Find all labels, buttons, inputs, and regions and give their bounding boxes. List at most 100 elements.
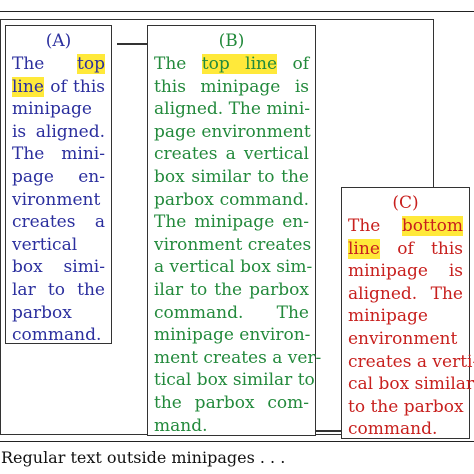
connector-a-b <box>117 43 147 45</box>
text-line: ment creates a ver- <box>154 347 321 370</box>
text-line: vironment creates <box>154 234 312 257</box>
text-fragment: the parbox com- <box>154 392 309 413</box>
text-fragment: page environment <box>154 121 311 142</box>
text-fragment: environment <box>348 328 458 349</box>
text-line: The top <box>12 53 105 76</box>
minipage-c-label: (C) <box>392 193 419 213</box>
text-line: The top line of <box>154 53 309 76</box>
text-line: minipage environ- <box>154 324 311 347</box>
text-fragment: box simi- <box>12 257 105 278</box>
text-line: The mini- <box>12 143 105 166</box>
text-line: a vertical box sim- <box>154 256 313 279</box>
text-fragment: of this <box>379 238 463 259</box>
text-fragment: command. <box>12 325 102 346</box>
text-fragment: The <box>154 54 202 74</box>
highlighted-text: line <box>12 76 44 97</box>
text-line: box simi- <box>12 256 105 279</box>
text-line: command. The <box>154 302 309 325</box>
bottom-rule <box>0 441 474 442</box>
text-line: to the parbox <box>348 396 464 419</box>
text-fragment: vironment creates <box>154 234 312 255</box>
text-line: this minipage is <box>154 76 309 99</box>
text-fragment: minipage <box>12 99 92 120</box>
text-fragment: aligned. The <box>348 283 463 304</box>
text-fragment: mand. <box>154 415 208 436</box>
text-line: minipage <box>348 305 463 328</box>
text-fragment: ilar to the parbox <box>154 279 309 300</box>
text-line: vertical <box>12 234 105 257</box>
text-line: vironment <box>12 189 105 212</box>
text-fragment: tical box similar to <box>154 370 315 391</box>
text-fragment: vertical <box>12 234 78 255</box>
highlighted-text: top line <box>201 54 278 74</box>
text-line: command. <box>348 418 463 441</box>
text-fragment: The <box>348 216 402 236</box>
text-line: parbox command. <box>154 189 309 212</box>
text-line: box similar to the <box>154 166 309 189</box>
text-fragment: ment creates a ver- <box>154 347 322 368</box>
text-line: parbox <box>12 302 105 325</box>
top-rule <box>0 11 474 12</box>
text-fragment: minipage <box>348 306 428 327</box>
text-fragment: a vertical box sim- <box>154 257 313 278</box>
text-line: the parbox com- <box>154 392 309 415</box>
text-fragment: The mini- <box>12 144 105 165</box>
text-line: command. <box>12 324 105 347</box>
text-line: line of this <box>348 238 463 261</box>
text-line: tical box similar to <box>154 369 315 392</box>
text-fragment: box similar to the <box>154 166 309 187</box>
text-fragment: of <box>277 54 309 74</box>
text-line: The bottom <box>348 215 463 238</box>
text-fragment: creates a vertical <box>154 144 309 165</box>
text-line: ilar to the parbox <box>154 279 309 302</box>
minipage-b-label: (B) <box>218 31 245 51</box>
text-fragment: creates a verti- <box>348 351 474 372</box>
text-fragment: minipage environ- <box>154 325 311 346</box>
text-line: mand. <box>154 415 309 438</box>
minipage-a-label: (A) <box>45 31 72 51</box>
text-fragment: parbox <box>12 302 72 323</box>
text-line: lar to the <box>12 279 105 302</box>
text-line: cal box similar <box>348 373 474 396</box>
text-line: line of this <box>12 76 105 99</box>
text-line: minipage <box>12 98 105 121</box>
text-line: The minipage en- <box>154 211 309 234</box>
text-line: minipage is <box>348 260 463 283</box>
text-line: aligned. The <box>348 283 463 306</box>
text-fragment: parbox command. <box>154 189 309 210</box>
text-line: is aligned. <box>12 121 105 144</box>
highlighted-text: bottom <box>401 216 463 236</box>
text-fragment: lar to the <box>12 279 105 300</box>
text-line: creates a verti- <box>348 351 474 374</box>
text-fragment: to the parbox <box>348 396 464 417</box>
text-line: creates a <box>12 211 105 234</box>
text-fragment: cal box similar <box>348 374 474 395</box>
connector-b-c <box>316 430 342 432</box>
text-fragment: of this <box>43 76 105 97</box>
text-fragment: command. <box>348 419 438 440</box>
highlighted-text: line <box>348 238 380 259</box>
text-fragment: aligned. The mini- <box>154 99 311 120</box>
text-fragment: minipage is <box>348 261 463 282</box>
text-fragment: page en- <box>12 166 105 187</box>
text-line: page environment <box>154 121 311 144</box>
text-line: environment <box>348 328 463 351</box>
text-fragment: is aligned. <box>12 121 105 142</box>
text-fragment: this minipage is <box>154 76 309 97</box>
text-fragment: creates a <box>12 212 105 233</box>
text-fragment: vironment <box>12 189 101 210</box>
highlighted-text: top <box>77 54 105 74</box>
footer-text: Regular text outside minipages . . . <box>1 448 286 467</box>
text-fragment: command. The <box>154 302 309 323</box>
text-line: page en- <box>12 166 105 189</box>
text-fragment: The minipage en- <box>154 212 309 233</box>
text-line: aligned. The mini- <box>154 98 311 121</box>
text-fragment: The <box>12 54 78 74</box>
text-line: creates a vertical <box>154 143 309 166</box>
